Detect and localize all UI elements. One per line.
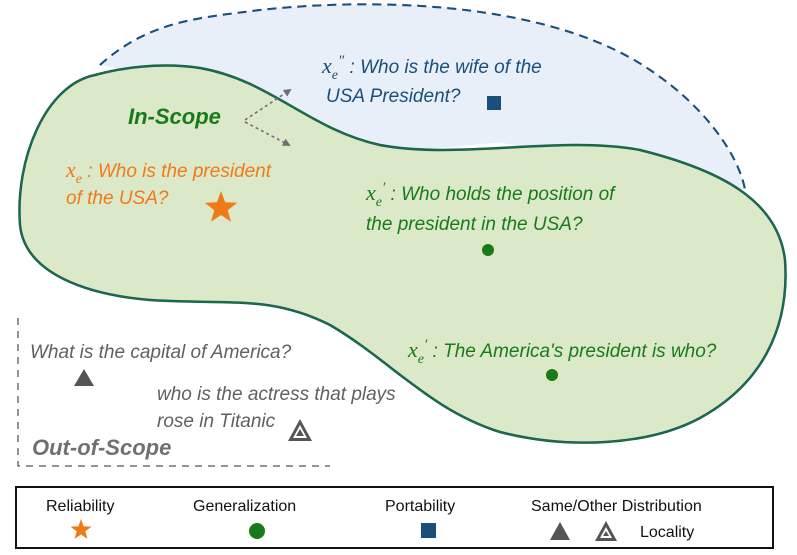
- reliability-star-icon: [204, 191, 238, 222]
- reliability-question-line1: xe : Who is the president: [65, 157, 272, 187]
- legend-locality-label: Locality: [640, 524, 694, 541]
- portability-square-icon: [487, 96, 501, 110]
- generalization-2-var-mark: ′: [424, 337, 428, 353]
- generalization-1-var-mark: ′: [382, 180, 386, 196]
- legend-nested-triangle-icon: [595, 521, 617, 541]
- portability-var: x: [321, 53, 332, 78]
- generalization-2-var-sub: e: [418, 352, 424, 367]
- reliability-var: x: [65, 157, 76, 182]
- legend-portability-label: Portability: [385, 498, 455, 515]
- reliability-question-line2: of the USA?: [66, 188, 169, 209]
- legend-reliability-label: Reliability: [46, 498, 114, 515]
- legend-star-icon: [70, 519, 92, 539]
- in-scope-arrow-down: [244, 121, 291, 146]
- legend-triangle-icon: [550, 522, 570, 540]
- generalization-question-2-line1: xe′ : The America's president is who?: [407, 337, 717, 367]
- generalization-2-text-1: The America's president is who?: [443, 341, 717, 362]
- generalization-2-circle-icon: [546, 369, 558, 381]
- in-scope-label: In-Scope: [128, 104, 221, 129]
- generalization-question-1-line1: xe′ : Who holds the position of: [365, 180, 616, 210]
- generalization-2-var: x: [407, 337, 418, 362]
- portability-question-line2: USA President?: [326, 86, 461, 107]
- portability-var-sub: e: [332, 68, 338, 83]
- generalization-question-1-line2: the president in the USA?: [366, 214, 583, 235]
- portability-question-line1: xe″ : Who is the wife of the: [321, 53, 542, 83]
- legend-square-icon: [421, 523, 436, 538]
- legend-distribution-label: Same/Other Distribution: [531, 498, 702, 515]
- portability-sep: :: [344, 57, 360, 78]
- portability-var-mark: ″: [338, 53, 345, 69]
- other-distribution-nested-triangle-icon: [288, 419, 312, 441]
- same-distribution-triangle-icon: [74, 369, 94, 386]
- locality-same-question: What is the capital of America?: [30, 342, 292, 363]
- generalization-1-var-sub: e: [376, 195, 382, 210]
- reliability-text-1: Who is the president: [98, 161, 272, 182]
- generalization-1-text-1: Who holds the position of: [401, 184, 616, 205]
- out-scope-boundary: [17, 318, 330, 467]
- reliability-var-sub: e: [76, 172, 82, 187]
- locality-other-question-line2: rose in Titanic: [157, 411, 276, 432]
- legend-circle-icon: [249, 523, 265, 539]
- portability-region-fill: [100, 4, 745, 190]
- reliability-sep: :: [82, 161, 98, 182]
- in-scope-region-inner-border: [18, 64, 787, 444]
- locality-other-question-line1: who is the actress that plays: [157, 384, 396, 405]
- generalization-1-circle-icon: [482, 244, 494, 256]
- generalization-1-sep: :: [385, 184, 401, 205]
- legend-box: [15, 486, 774, 549]
- legend-generalization-label: Generalization: [193, 498, 296, 515]
- generalization-2-sep: :: [427, 341, 443, 362]
- portability-text-1: Who is the wife of the: [360, 57, 542, 78]
- out-scope-label: Out-of-Scope: [32, 435, 171, 460]
- portability-region-border: [99, 3, 746, 191]
- generalization-1-var: x: [365, 180, 376, 205]
